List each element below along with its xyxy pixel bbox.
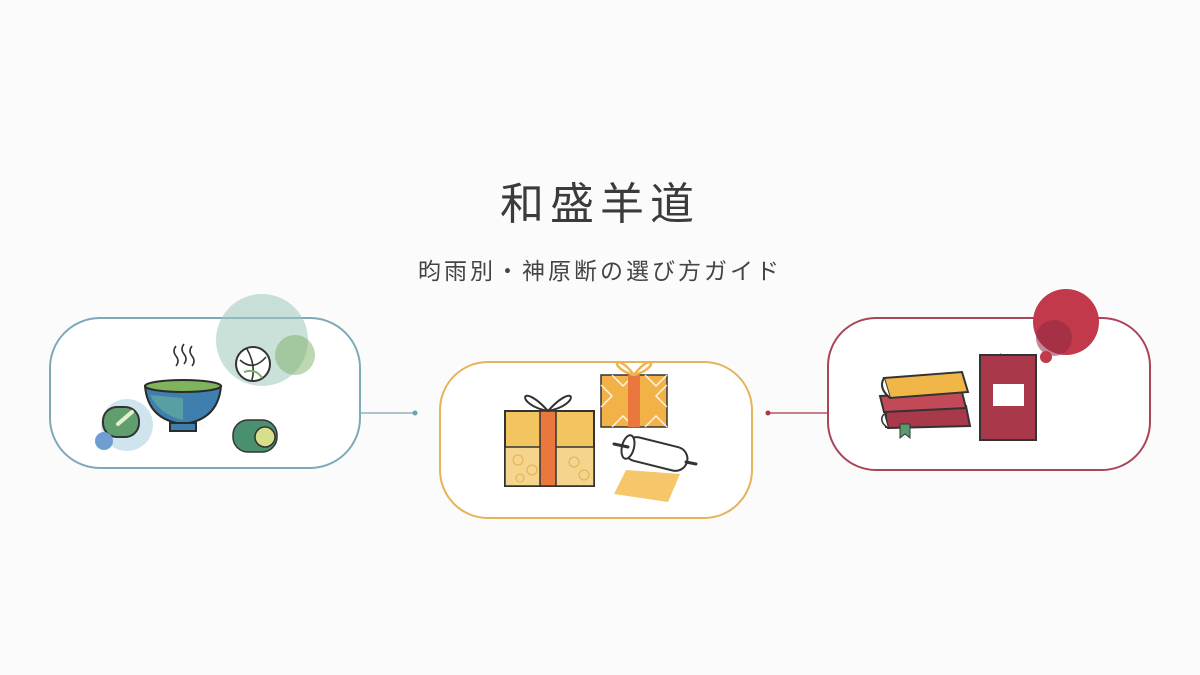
tea-bowl-icon bbox=[143, 379, 223, 432]
mochi-icon bbox=[95, 406, 140, 450]
wagashi-ball-icon bbox=[235, 346, 271, 382]
books-panel[interactable] bbox=[827, 289, 1151, 471]
book-stack-icon bbox=[878, 370, 972, 430]
page-title: 和盛羊道 bbox=[500, 179, 700, 230]
patterned-gift-icon bbox=[600, 361, 668, 428]
connector-left bbox=[360, 410, 418, 416]
page-subtitle: 昀雨別・神原断の選び方ガイド bbox=[418, 259, 782, 285]
ribbon-bow-icon bbox=[524, 394, 572, 412]
connector-right bbox=[765, 410, 828, 416]
gift-box-icon bbox=[504, 410, 595, 487]
steam-icon bbox=[173, 343, 195, 367]
greeting-card-icon bbox=[979, 353, 1037, 442]
gift-panel[interactable] bbox=[439, 361, 753, 519]
bookmark-icon bbox=[899, 423, 911, 440]
tea-panel[interactable] bbox=[49, 294, 361, 469]
bean-cake-icon bbox=[232, 419, 278, 453]
wrapping-roll-icon bbox=[612, 434, 698, 502]
